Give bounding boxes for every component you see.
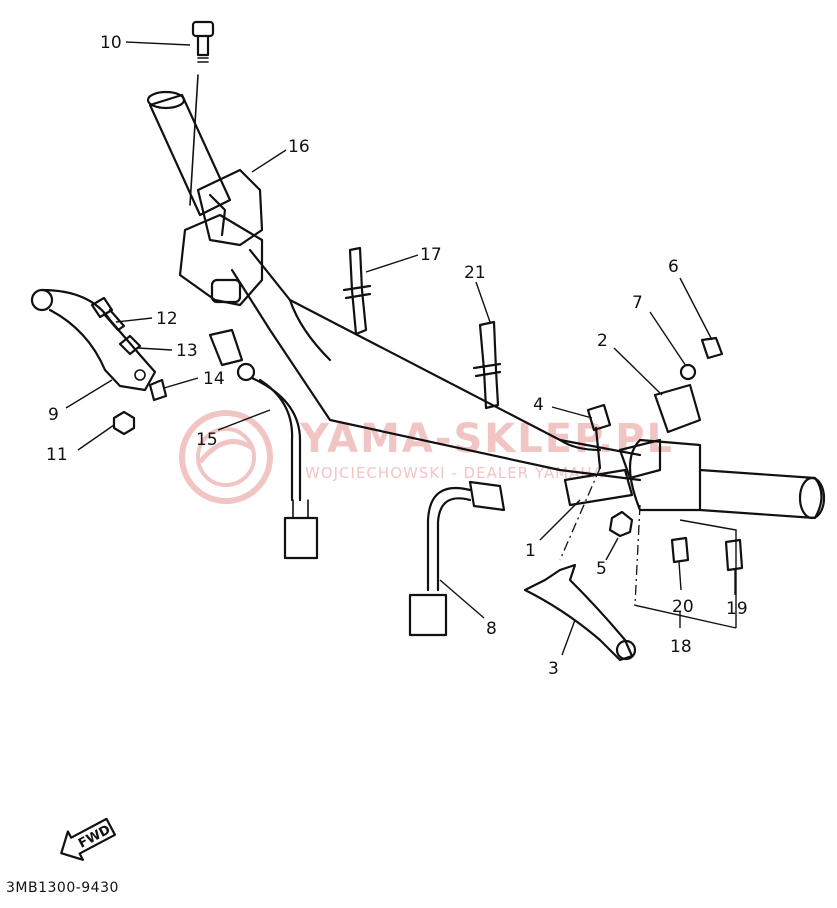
leader-lines (65, 41, 737, 656)
right-switch-wire (408, 480, 506, 637)
watermark-subtext: WOJCIECHOWSKI - DEALER YAMAHA (305, 464, 604, 482)
right-lever (523, 403, 637, 662)
left-grip (146, 74, 264, 307)
handlebar (230, 248, 642, 482)
callout-13: 13 (176, 341, 198, 361)
callout-7: 7 (632, 293, 643, 313)
screws-right (670, 536, 744, 572)
watermark-logo-icon (179, 410, 273, 504)
callout-2: 2 (597, 331, 608, 351)
callout-20: 20 (672, 597, 694, 617)
bolt-10 (191, 20, 215, 63)
callout-14: 14 (203, 369, 225, 389)
drawing-code: 3MB1300-9430 (6, 880, 119, 896)
callout-10: 10 (100, 33, 122, 53)
cable-clamps (342, 246, 502, 410)
phantom-lines (559, 467, 641, 606)
right-grip (618, 336, 826, 520)
callout-5: 5 (596, 559, 607, 579)
callout-12: 12 (156, 309, 178, 329)
watermark: YAMA-SKLEP.PL WOJCIECHOWSKI - DEALER YAM… (179, 410, 672, 504)
left-lever (30, 288, 157, 392)
callout-16: 16 (288, 137, 310, 157)
fwd-arrow-icon: FWD (60, 817, 117, 861)
callout-21: 21 (464, 263, 486, 283)
small-hardware-left (90, 296, 168, 436)
callout-4: 4 (533, 395, 544, 415)
callout-19: 19 (726, 599, 748, 619)
callouts: 10 16 17 21 6 7 2 4 12 13 14 9 11 15 8 1… (46, 33, 748, 679)
callout-6: 6 (668, 257, 679, 277)
fwd-label: FWD (76, 822, 113, 851)
left-switch-wire (208, 328, 319, 560)
callout-8: 8 (486, 619, 497, 639)
callout-11: 11 (46, 445, 68, 465)
callout-9: 9 (48, 405, 59, 425)
callout-1: 1 (525, 541, 536, 561)
callout-17: 17 (420, 245, 442, 265)
callout-18: 18 (670, 637, 692, 657)
callout-15: 15 (196, 430, 218, 450)
callout-3: 3 (548, 659, 559, 679)
